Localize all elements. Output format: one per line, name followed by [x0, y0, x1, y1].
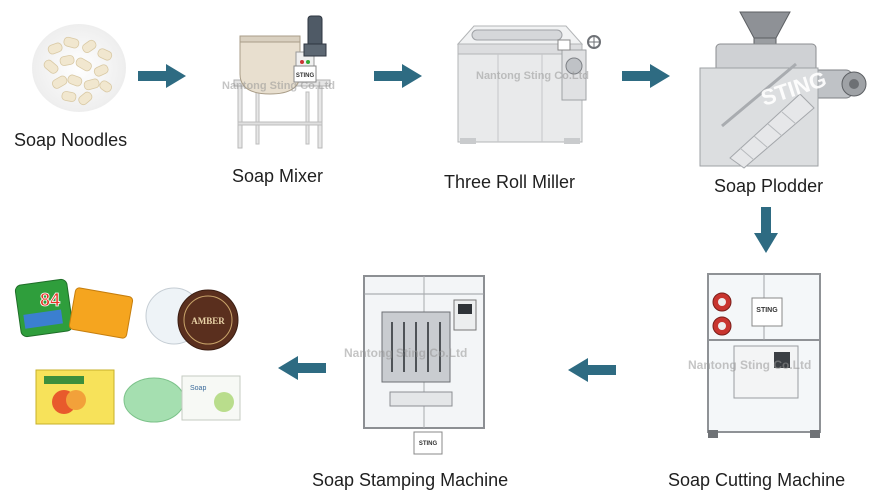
- watermark-miller: Nantong Sting Co.Ltd: [476, 70, 590, 82]
- stamping-brand-plate: STING: [419, 441, 438, 447]
- label-soap-plodder: Soap Plodder: [714, 176, 824, 196]
- label-three-roll-miller: Three Roll Miller: [444, 172, 576, 192]
- product-amber-text: AMBER: [191, 316, 225, 326]
- cutting-brand-plate: STING: [756, 307, 778, 314]
- soap-cutting-machine-image: STING: [707, 273, 821, 438]
- watermark-stamping: Nantong Sting Co.Ltd: [344, 346, 468, 360]
- label-soap-mixer: Soap Mixer: [232, 166, 324, 186]
- label-soap-stamping-machine: Soap Stamping Machine: [312, 470, 509, 490]
- three-roll-miller-image: [456, 25, 601, 144]
- arrow-stamping-to-products: [278, 356, 326, 380]
- watermark-cutting: Nantong Sting Co.Ltd: [688, 358, 812, 372]
- arrow-noodles-to-mixer: [138, 64, 186, 88]
- soap-stamping-machine-image: STING: [363, 275, 485, 455]
- mixer-brand-plate: STING: [296, 73, 315, 79]
- label-soap-cutting-machine: Soap Cutting Machine: [668, 470, 846, 490]
- soap-noodles-image: [32, 24, 126, 112]
- finished-soap-products-image: 84 AMBER Soap: [14, 278, 241, 425]
- label-soap-noodles: Soap Noodles: [14, 130, 128, 150]
- arrow-cutting-to-stamping: [568, 358, 616, 382]
- product-84-text: 84: [40, 290, 60, 310]
- soap-mixer-image: STING: [233, 15, 331, 149]
- soap-plodder-image: STING: [699, 11, 867, 169]
- arrow-mixer-to-miller: [374, 64, 422, 88]
- arrow-miller-to-plodder: [622, 64, 670, 88]
- arrow-plodder-to-cutting: [754, 207, 778, 253]
- watermark-mixer: Nantong Sting Co.Ltd: [222, 80, 336, 92]
- product-soap-box-text: Soap: [190, 385, 206, 392]
